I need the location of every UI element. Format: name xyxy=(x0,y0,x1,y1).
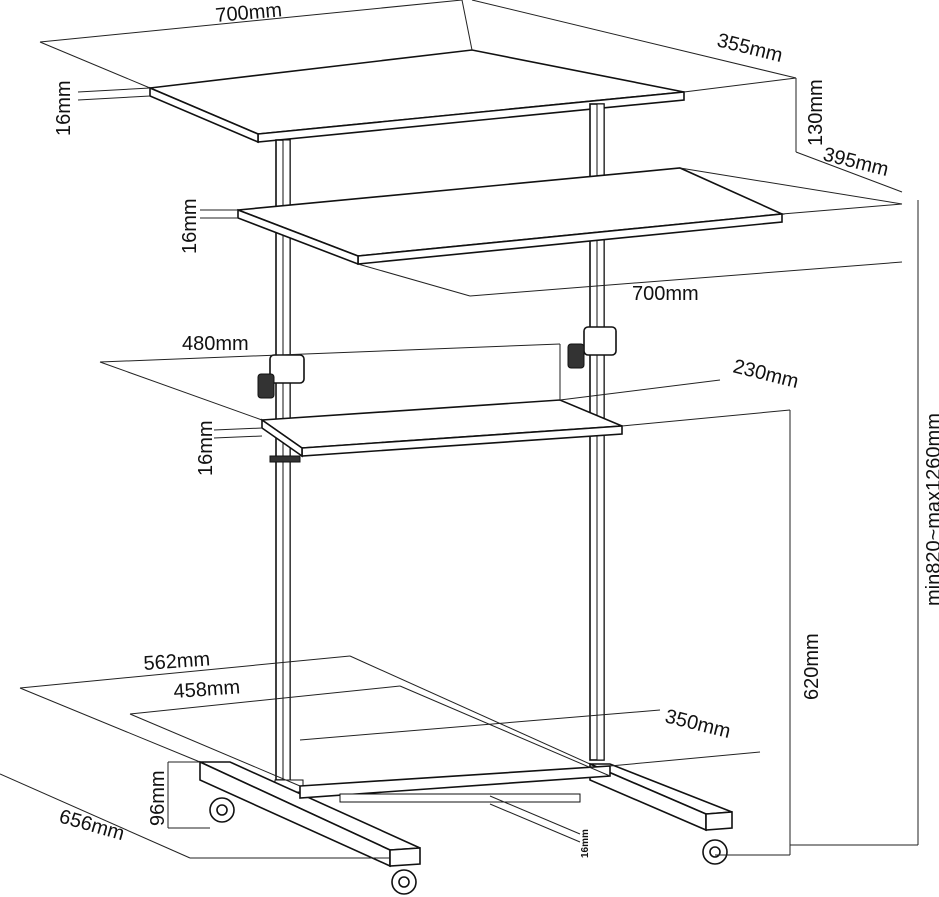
label-base-depth: 350mm xyxy=(663,706,733,743)
label-base-height: 96mm xyxy=(147,770,169,826)
base-frame xyxy=(199,760,733,895)
label-top-thickness: 16mm xyxy=(53,80,75,136)
label-base-outer: 562mm xyxy=(143,648,211,675)
label-third-depth: 230mm xyxy=(731,356,801,393)
label-base-length: 656mm xyxy=(57,806,127,846)
label-top-offset: 130mm xyxy=(805,79,827,146)
label-base-inner: 458mm xyxy=(173,676,241,703)
label-height-range: min820~max1260mm xyxy=(923,413,939,606)
label-lower-height: 620mm xyxy=(801,633,823,700)
label-second-thickness: 16mm xyxy=(179,198,201,254)
top-shelf xyxy=(146,49,685,144)
label-second-width: 700mm xyxy=(632,283,699,305)
label-bottom-thickness: 16mm xyxy=(580,829,591,858)
third-shelf xyxy=(259,399,623,463)
dimension-lines xyxy=(0,0,919,859)
label-second-depth: 395mm xyxy=(821,144,891,181)
label-third-thickness: 16mm xyxy=(195,420,217,476)
label-top-width: 700mm xyxy=(215,0,283,27)
second-shelf xyxy=(237,167,786,266)
label-third-width: 480mm xyxy=(182,333,249,355)
